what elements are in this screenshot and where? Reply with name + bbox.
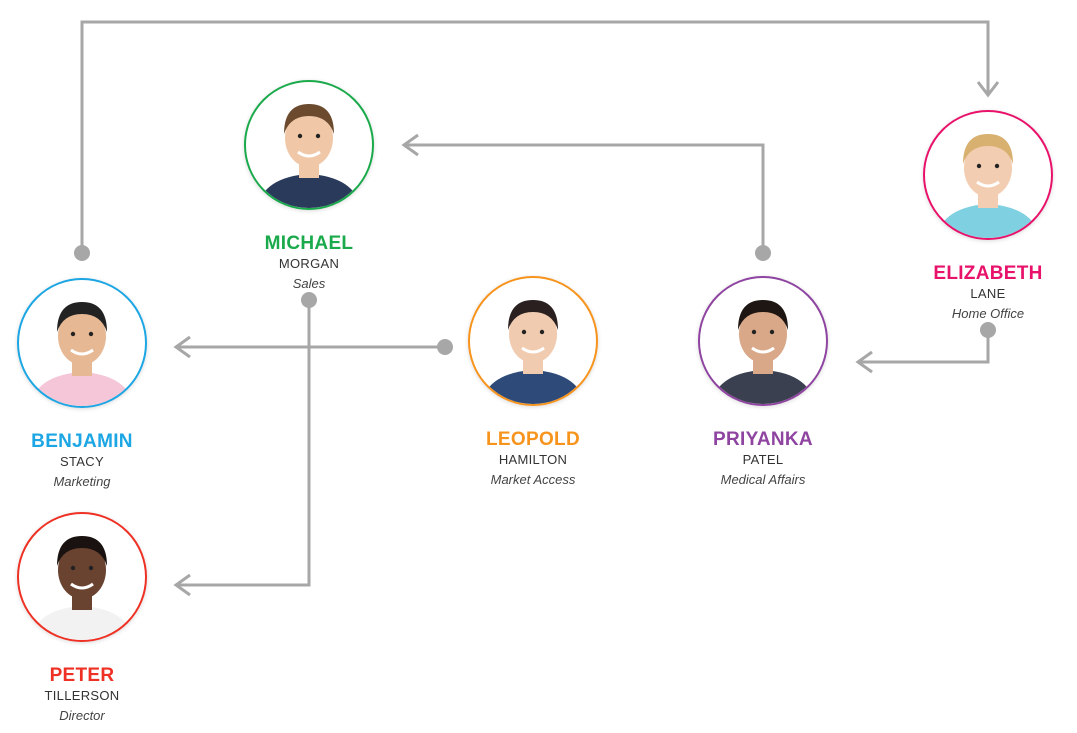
person-role: Medical Affairs [720, 472, 806, 487]
person-role: Home Office [951, 306, 1025, 321]
person-card-benjamin: BENJAMIN STACY Marketing [0, 278, 182, 492]
person-first-name: PRIYANKA [713, 429, 813, 450]
person-role: Market Access [490, 472, 576, 487]
person-first-name: MICHAEL [264, 233, 354, 254]
person-last-name: TILLERSON [44, 688, 120, 703]
connector-dot [755, 245, 771, 261]
arrow-head [976, 81, 1000, 98]
connector-dot [74, 245, 90, 261]
person-card-priyanka: PRIYANKA PATEL Medical Affairs [663, 276, 863, 490]
person-last-name: HAMILTON [498, 452, 568, 467]
connector-dot [301, 292, 317, 308]
person-role: Sales [292, 276, 326, 291]
avatar-photo [698, 276, 828, 406]
connector-dot [980, 322, 996, 338]
person-role: Director [59, 708, 105, 723]
person-first-name: ELIZABETH [933, 263, 1043, 284]
person-last-name: STACY [60, 454, 104, 469]
person-first-name: LEOPOLD [486, 429, 580, 450]
connector-michael-to-peter [176, 300, 311, 587]
person-role: Marketing [53, 474, 111, 489]
person-card-michael: MICHAEL MORGAN Sales [209, 80, 409, 294]
connector-elizabeth-to-priyanka [858, 330, 990, 364]
connector-priyanka-to-michael [404, 143, 765, 253]
person-last-name: PATEL [742, 452, 784, 467]
person-card-leopold: LEOPOLD HAMILTON Market Access [433, 276, 633, 490]
person-last-name: MORGAN [278, 256, 340, 271]
connector-benjamin-to-elizabeth [80, 20, 990, 253]
avatar-photo [923, 110, 1053, 240]
person-first-name: BENJAMIN [31, 431, 133, 452]
person-card-elizabeth: ELIZABETH LANE Home Office [888, 110, 1077, 324]
avatar-photo [17, 512, 147, 642]
arrow-head [401, 133, 419, 157]
avatar-photo [17, 278, 147, 408]
arrow-head [173, 335, 191, 359]
arrow-head [855, 350, 873, 374]
arrow-head [173, 573, 191, 597]
avatar-photo [468, 276, 598, 406]
person-first-name: PETER [49, 665, 115, 686]
avatar-photo [244, 80, 374, 210]
connector-dot [437, 339, 453, 355]
person-last-name: LANE [970, 286, 1006, 301]
person-card-peter: PETER TILLERSON Director [0, 512, 182, 726]
